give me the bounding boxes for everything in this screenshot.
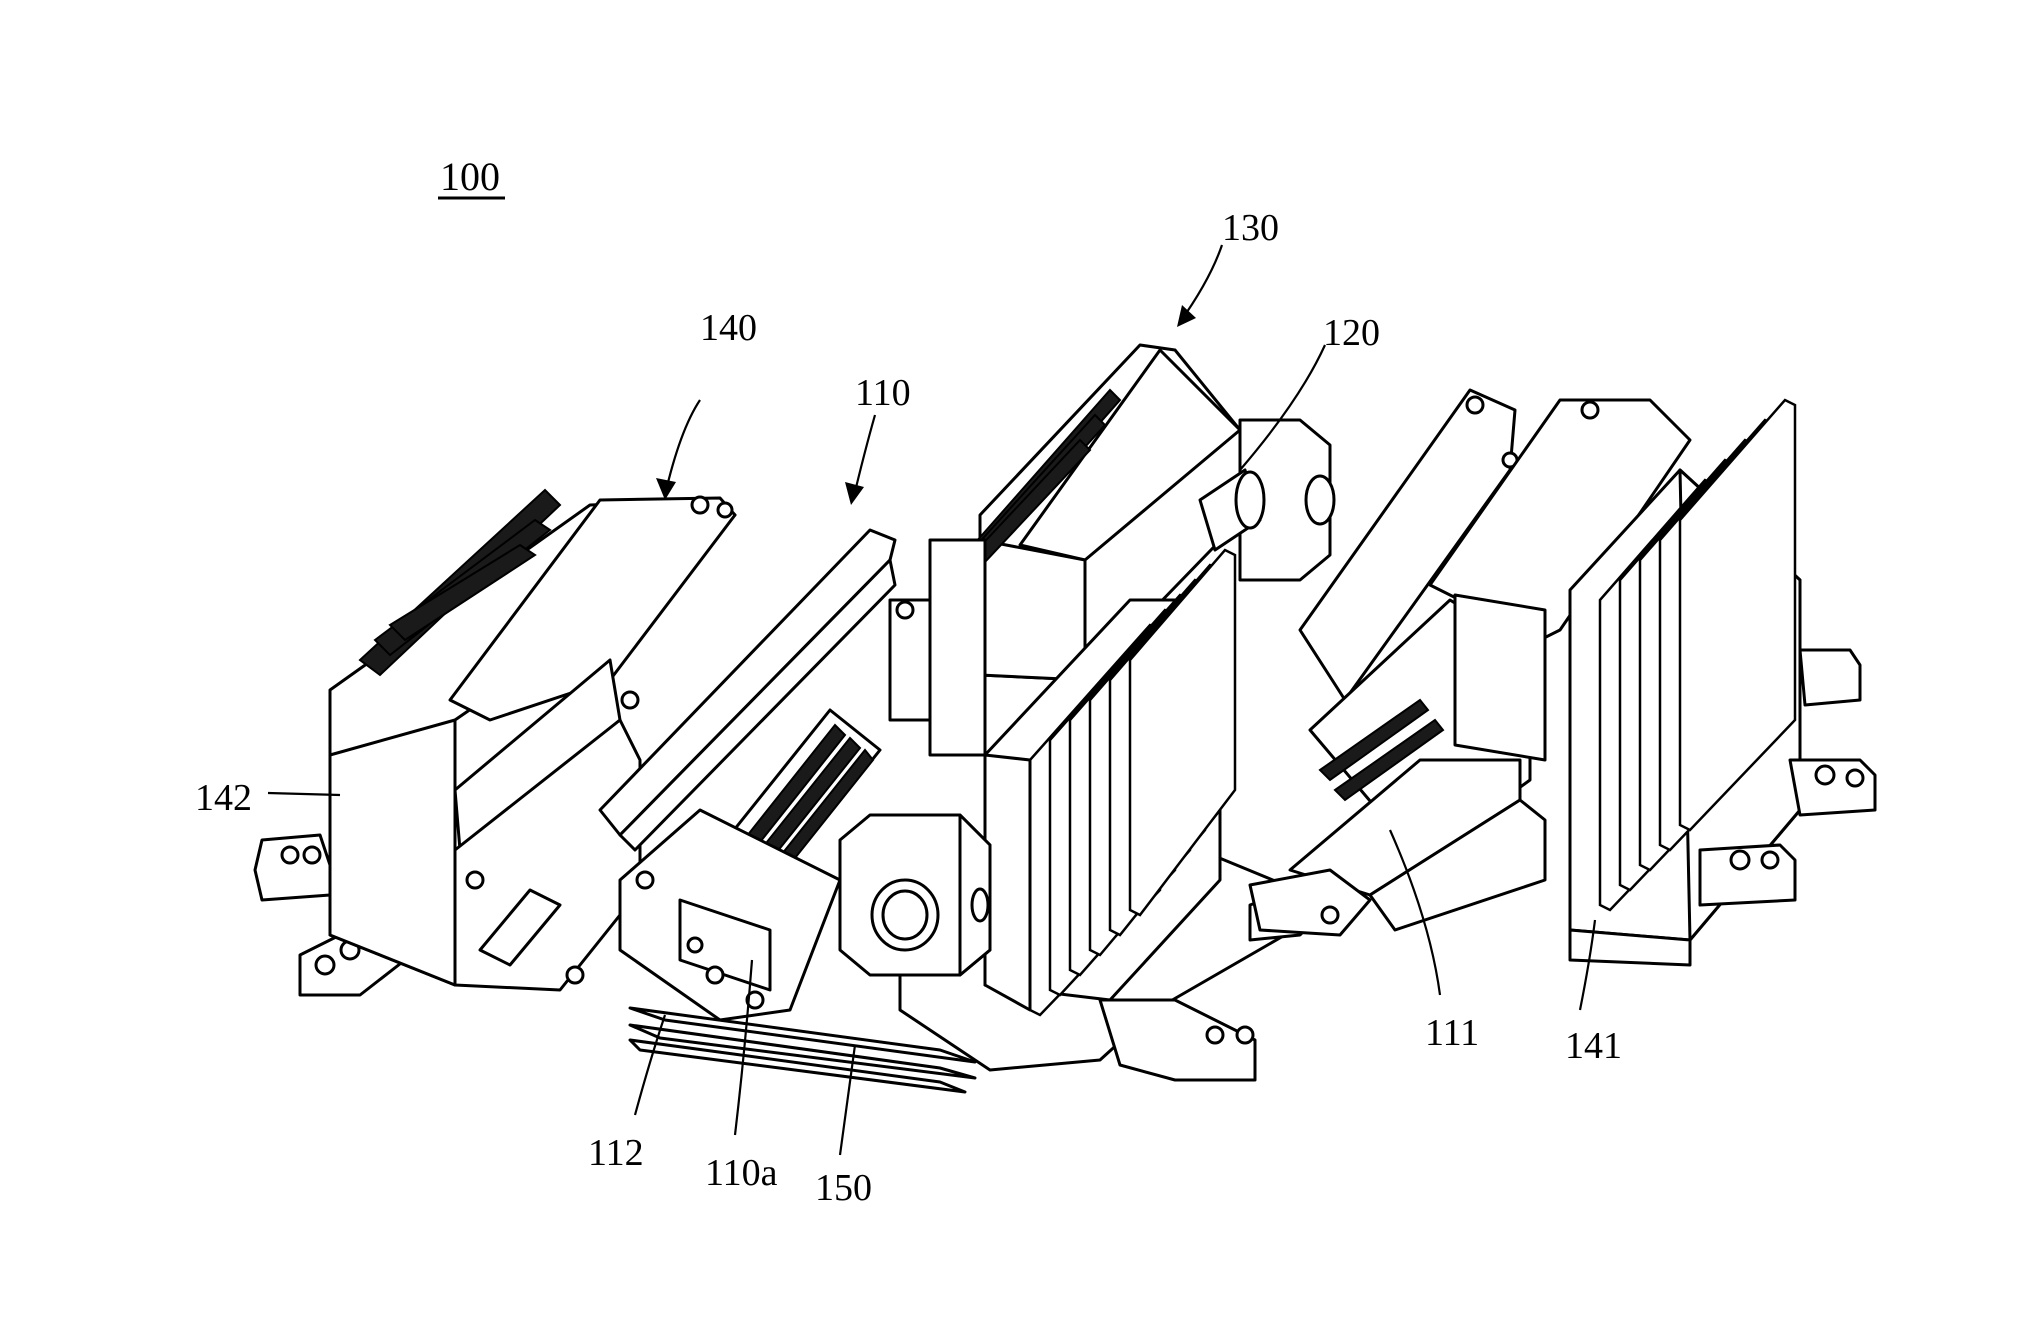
label-110: 110 [855, 372, 911, 414]
label-150: 150 [815, 1167, 872, 1209]
label-142: 142 [195, 777, 252, 819]
label-110a: 110a [705, 1152, 778, 1194]
label-112: 112 [588, 1132, 644, 1174]
label-141: 141 [1565, 1025, 1622, 1067]
label-120: 120 [1323, 312, 1380, 354]
ref-100: 100 [440, 154, 500, 199]
label-130: 130 [1222, 207, 1279, 249]
label-140: 140 [700, 307, 757, 349]
bearing-block [840, 815, 990, 975]
label-111: 111 [1425, 1012, 1479, 1054]
